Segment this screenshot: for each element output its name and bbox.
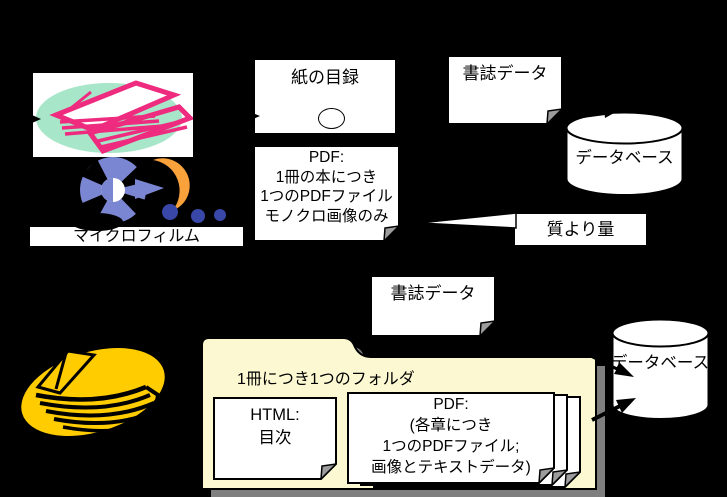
database-bottom-cylinder [611, 318, 710, 422]
html-note: HTML: 目次 [213, 397, 337, 480]
catalog-ellipse-icon [318, 108, 345, 129]
database-bottom-label: データベース [610, 354, 710, 372]
quality-callout-label: 質より量 [546, 220, 615, 239]
paper-catalog-label: 紙の目録 [291, 68, 359, 87]
microfilm-label-box: マイクロフィルム [28, 225, 245, 248]
pdf-note-bottom-line: PDF: [433, 396, 469, 413]
pdf-note-bottom: PDF: (各章につき 1つのPDFファイル; 画像とテキストデータ) [347, 392, 555, 484]
pdf-note-top-line: 1つのPDFファイル [260, 188, 393, 205]
books-icon [33, 73, 193, 157]
microfilm-label: マイクロフィルム [72, 228, 201, 245]
pdf-note-bottom-line: 画像とテキストデータ) [371, 459, 531, 476]
pdf-note-top-line: モノクロ画像のみ [264, 207, 389, 225]
html-note-line: HTML: [250, 406, 300, 424]
pdf-note-top: PDF: 1冊の本につき 1つのPDFファイル モノクロ画像のみ [253, 145, 400, 242]
pdf-note-top-line: 1冊の本につき [275, 168, 378, 186]
quality-callout-box: 質より量 [513, 212, 648, 247]
pdf-note-top-line: PDF: [308, 149, 345, 166]
biblio-note-top: 書誌データ [447, 55, 563, 125]
biblio-note-bottom: 書誌データ [370, 275, 496, 337]
html-note-line: 目次 [258, 429, 292, 447]
biblio-note-bottom-label: 書誌データ [390, 284, 476, 303]
folder-title: 1冊につき1つのフォルダ [237, 371, 415, 388]
yellow-book-icon [8, 335, 178, 447]
pdf-note-bottom-line: (各章につき [409, 417, 493, 434]
microfilm-icon [60, 148, 230, 238]
arrow-books-to-catalog-icon [197, 112, 260, 120]
database-top-label: データベース [575, 149, 674, 167]
callout-pointer-icon [418, 212, 517, 229]
biblio-note-top-label: 書誌データ [462, 64, 548, 83]
paper-catalog-box: 紙の目録 [253, 58, 397, 135]
pdf-note-bottom-line: 1つのPDFファイル; [382, 438, 520, 455]
